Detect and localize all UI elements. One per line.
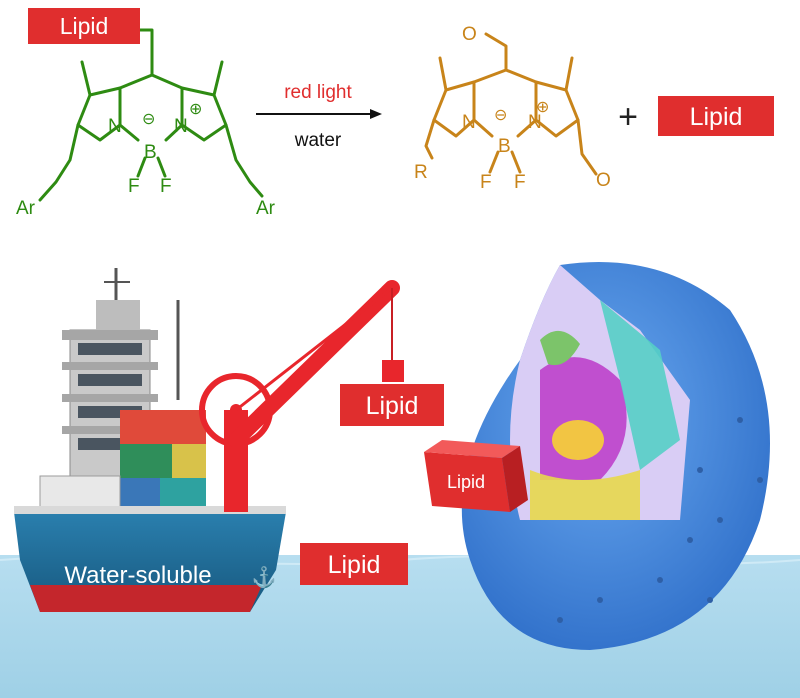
ship-hull-bottom [30,585,262,612]
arrow-condition-light: red light [284,82,352,103]
minus-charge: ⊖ [494,107,507,124]
cell [461,262,770,650]
reactant-atoms: N N B F F Ar Ar ⊖ ⊕ [16,101,276,219]
plus-sign: + [618,98,638,136]
block-lipid-label: Lipid [447,472,485,492]
reaction-arrow: red light water [256,82,382,151]
reactant-lipid-tag: Lipid [28,8,140,44]
cell-er [530,470,640,520]
cell-nucleus [540,357,627,480]
hull-label: Water-soluble [64,562,211,589]
ship: Water-soluble ⚓ [14,268,286,612]
atom-ar-right: Ar [256,198,276,219]
plus-charge: ⊕ [536,99,549,116]
crane-hook [382,360,404,382]
reactant-lipid-label: Lipid [60,13,109,39]
released-lipid-label: Lipid [328,551,381,579]
product-atoms: O O N N B F F R ⊖ ⊕ [414,24,611,193]
atom-n-right: N [174,116,188,137]
atom-f1: F [480,172,492,193]
atom-f1: F [128,176,140,197]
atom-ar-left: Ar [16,198,36,219]
atom-boron: B [498,136,511,157]
atom-o-right: O [596,170,611,191]
anchor-icon: ⚓ [252,565,277,589]
atom-f2: F [514,172,526,193]
atom-o-top: O [462,24,477,45]
container-stack [39,410,206,512]
reaction-scheme: N N B F F Ar Ar ⊖ ⊕ Lipid red light wate… [16,8,774,219]
arrow-condition-solvent: water [294,130,342,151]
reactant-molecule [38,28,264,202]
atom-r: R [414,162,428,183]
cell-nucleolus [552,420,604,460]
released-lipid-tag: Lipid [300,543,408,585]
atom-n-left: N [108,116,122,137]
plus-charge: ⊕ [189,101,202,118]
crane-boom [228,280,400,448]
atom-n-right: N [528,112,542,133]
product-lipid-label: Lipid [690,103,743,131]
atom-f2: F [160,176,172,197]
cell-pores [557,417,763,623]
cell-golgi [600,300,680,470]
product-molecule [424,32,598,176]
crane-cargo-label: Lipid [366,392,419,420]
atom-n-left: N [462,112,476,133]
product-lipid-tag: Lipid [658,96,774,136]
minus-charge: ⊖ [142,111,155,128]
atom-boron: B [144,142,157,163]
illustration: Water-soluble ⚓ Lipid [0,262,800,698]
crane-cargo-tag: Lipid [340,384,444,426]
lipid-block: Lipid [424,440,528,512]
crane [199,280,404,512]
cell-mitochondrion [540,330,580,366]
